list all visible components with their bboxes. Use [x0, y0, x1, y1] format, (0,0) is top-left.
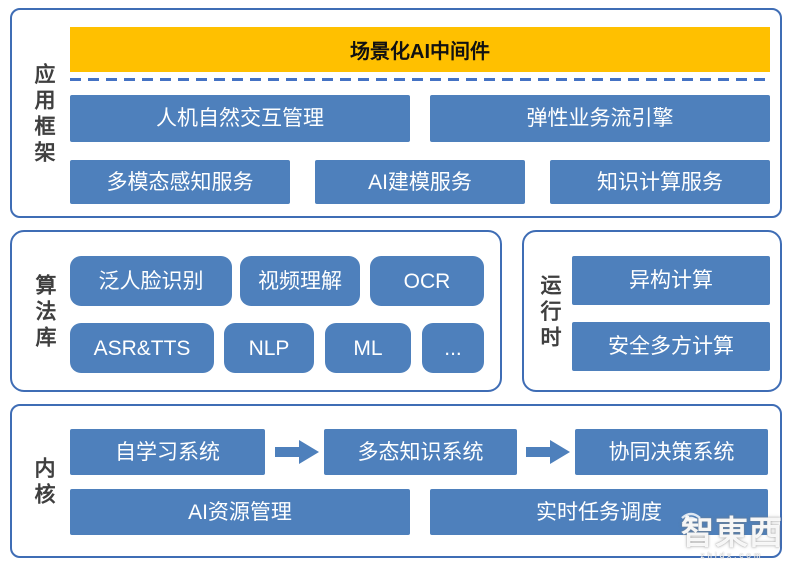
- box-knowledge-computing-label: 知识计算服务: [597, 170, 723, 194]
- box-heterogeneous-computing: 异构计算: [572, 256, 770, 305]
- box-heterogeneous-computing-label: 异构计算: [629, 269, 713, 292]
- separator-dashed-line: [70, 78, 770, 81]
- panel-app-framework: 应用框架 场景化AI中间件 人机自然交互管理 弹性业务流引擎 多模态感知服务 A…: [10, 8, 782, 218]
- panel-algorithm-library: 算法库 泛人脸识别 视频理解 OCR ASR&TTS NLP ML ...: [10, 230, 502, 392]
- box-more-algorithms: ...: [422, 323, 484, 373]
- panel-runtime: 运行时 异构计算 安全多方计算: [522, 230, 782, 392]
- section-label-app-framework: 应用框架: [32, 63, 55, 167]
- box-ocr: OCR: [370, 256, 484, 306]
- box-nlp-label: NLP: [248, 336, 290, 360]
- box-face-recognition-label: 泛人脸识别: [98, 269, 204, 293]
- box-multimodal-perception: 多模态感知服务: [70, 160, 290, 204]
- box-polymorphic-knowledge-system: 多态知识系统: [324, 429, 517, 475]
- flow-arrow-icon: [523, 437, 573, 467]
- box-asr-tts: ASR&TTS: [70, 323, 214, 373]
- box-nlp: NLP: [224, 323, 314, 373]
- box-hmi-management: 人机自然交互管理: [70, 95, 410, 142]
- box-self-learning-system-label: 自学习系统: [115, 440, 220, 464]
- box-face-recognition: 泛人脸识别: [70, 256, 232, 306]
- section-label-runtime: 运行时: [538, 274, 561, 352]
- box-video-understanding: 视频理解: [240, 256, 360, 306]
- box-elastic-workflow-engine-label: 弹性业务流引擎: [526, 107, 674, 130]
- box-ai-modeling: AI建模服务: [315, 160, 525, 204]
- box-collaborative-decision-system: 协同决策系统: [575, 429, 768, 475]
- box-scene-ai-middleware-label: 场景化AI中间件: [350, 41, 490, 63]
- box-ml: ML: [325, 323, 411, 373]
- box-hmi-management-label: 人机自然交互管理: [156, 107, 324, 130]
- box-realtime-task-scheduling: 实时任务调度: [430, 489, 768, 535]
- box-ai-resource-management: AI资源管理: [70, 489, 410, 535]
- box-asr-tts-label: ASR&TTS: [93, 336, 191, 360]
- box-video-understanding-label: 视频理解: [258, 269, 342, 293]
- section-label-algorithm-library: 算法库: [33, 274, 56, 352]
- box-collaborative-decision-system-label: 协同决策系统: [608, 440, 735, 464]
- box-more-algorithms-label: ...: [444, 336, 462, 360]
- box-ml-label: ML: [353, 336, 383, 360]
- flow-arrow-icon: [272, 437, 322, 467]
- box-self-learning-system: 自学习系统: [70, 429, 265, 475]
- box-ocr-label: OCR: [403, 269, 451, 293]
- section-label-kernel: 内核: [32, 457, 55, 509]
- box-multimodal-perception-label: 多模态感知服务: [106, 170, 254, 194]
- box-knowledge-computing: 知识计算服务: [550, 160, 770, 204]
- box-elastic-workflow-engine: 弹性业务流引擎: [430, 95, 770, 142]
- box-polymorphic-knowledge-system-label: 多态知识系统: [357, 440, 484, 464]
- box-ai-resource-management-label: AI资源管理: [188, 500, 292, 524]
- box-secure-multiparty-computing: 安全多方计算: [572, 322, 770, 371]
- box-ai-modeling-label: AI建模服务: [368, 170, 472, 194]
- box-realtime-task-scheduling-label: 实时任务调度: [536, 500, 662, 524]
- box-scene-ai-middleware: 场景化AI中间件: [70, 27, 770, 72]
- panel-kernel: 内核 自学习系统 多态知识系统 协同决策系统 AI资源管理 实时任务调度: [10, 404, 782, 558]
- box-secure-multiparty-computing-label: 安全多方计算: [608, 335, 734, 358]
